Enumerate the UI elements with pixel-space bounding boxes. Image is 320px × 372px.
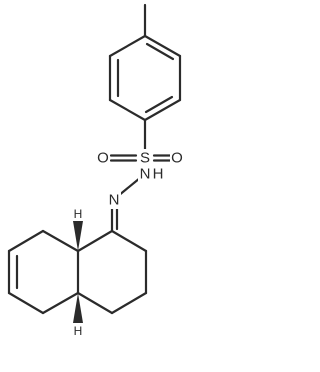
ring-bond bbox=[110, 229, 148, 253]
cyclohexene-ring bbox=[7, 229, 80, 315]
ring-bond bbox=[108, 98, 147, 122]
ring-bond bbox=[76, 291, 114, 315]
stereo-hydrogen-top-label: H bbox=[74, 207, 83, 221]
ring-bond bbox=[41, 291, 80, 315]
oxygen-right-atom-label: O bbox=[171, 150, 183, 167]
molecule-structure-canvas: S O O N H N H H bbox=[7, 3, 184, 338]
ring-bond bbox=[110, 291, 148, 315]
stereo-wedge-top bbox=[73, 221, 83, 251]
ring-inner-double-bond bbox=[145, 42, 175, 61]
ring-bond bbox=[108, 34, 147, 58]
molecule-structure: S O O N H N H H bbox=[7, 3, 184, 338]
nitrogen-lower-atom-label: N bbox=[109, 192, 120, 209]
cyclohexane-ring bbox=[76, 229, 148, 315]
ring-bond bbox=[41, 229, 80, 253]
ring-bond bbox=[76, 229, 114, 253]
sulfur-atom-label: S bbox=[140, 150, 150, 167]
n-n-bond bbox=[116, 176, 142, 198]
ring-bond bbox=[143, 98, 182, 122]
stereo-hydrogen-bottom-label: H bbox=[74, 324, 83, 338]
nitrogen-upper-atom-label: N bbox=[140, 166, 151, 183]
stereo-wedge-bottom bbox=[73, 293, 83, 323]
ring-inner-double-bond bbox=[144, 95, 174, 114]
ring-bond bbox=[7, 229, 45, 253]
benzene-ring bbox=[108, 34, 182, 122]
sulfonyl-group bbox=[109, 154, 172, 162]
ring-bond bbox=[143, 34, 182, 58]
ring-bond bbox=[7, 291, 45, 315]
oxygen-left-atom-label: O bbox=[97, 150, 109, 167]
hydrogen-on-nitrogen-label: H bbox=[153, 166, 164, 183]
